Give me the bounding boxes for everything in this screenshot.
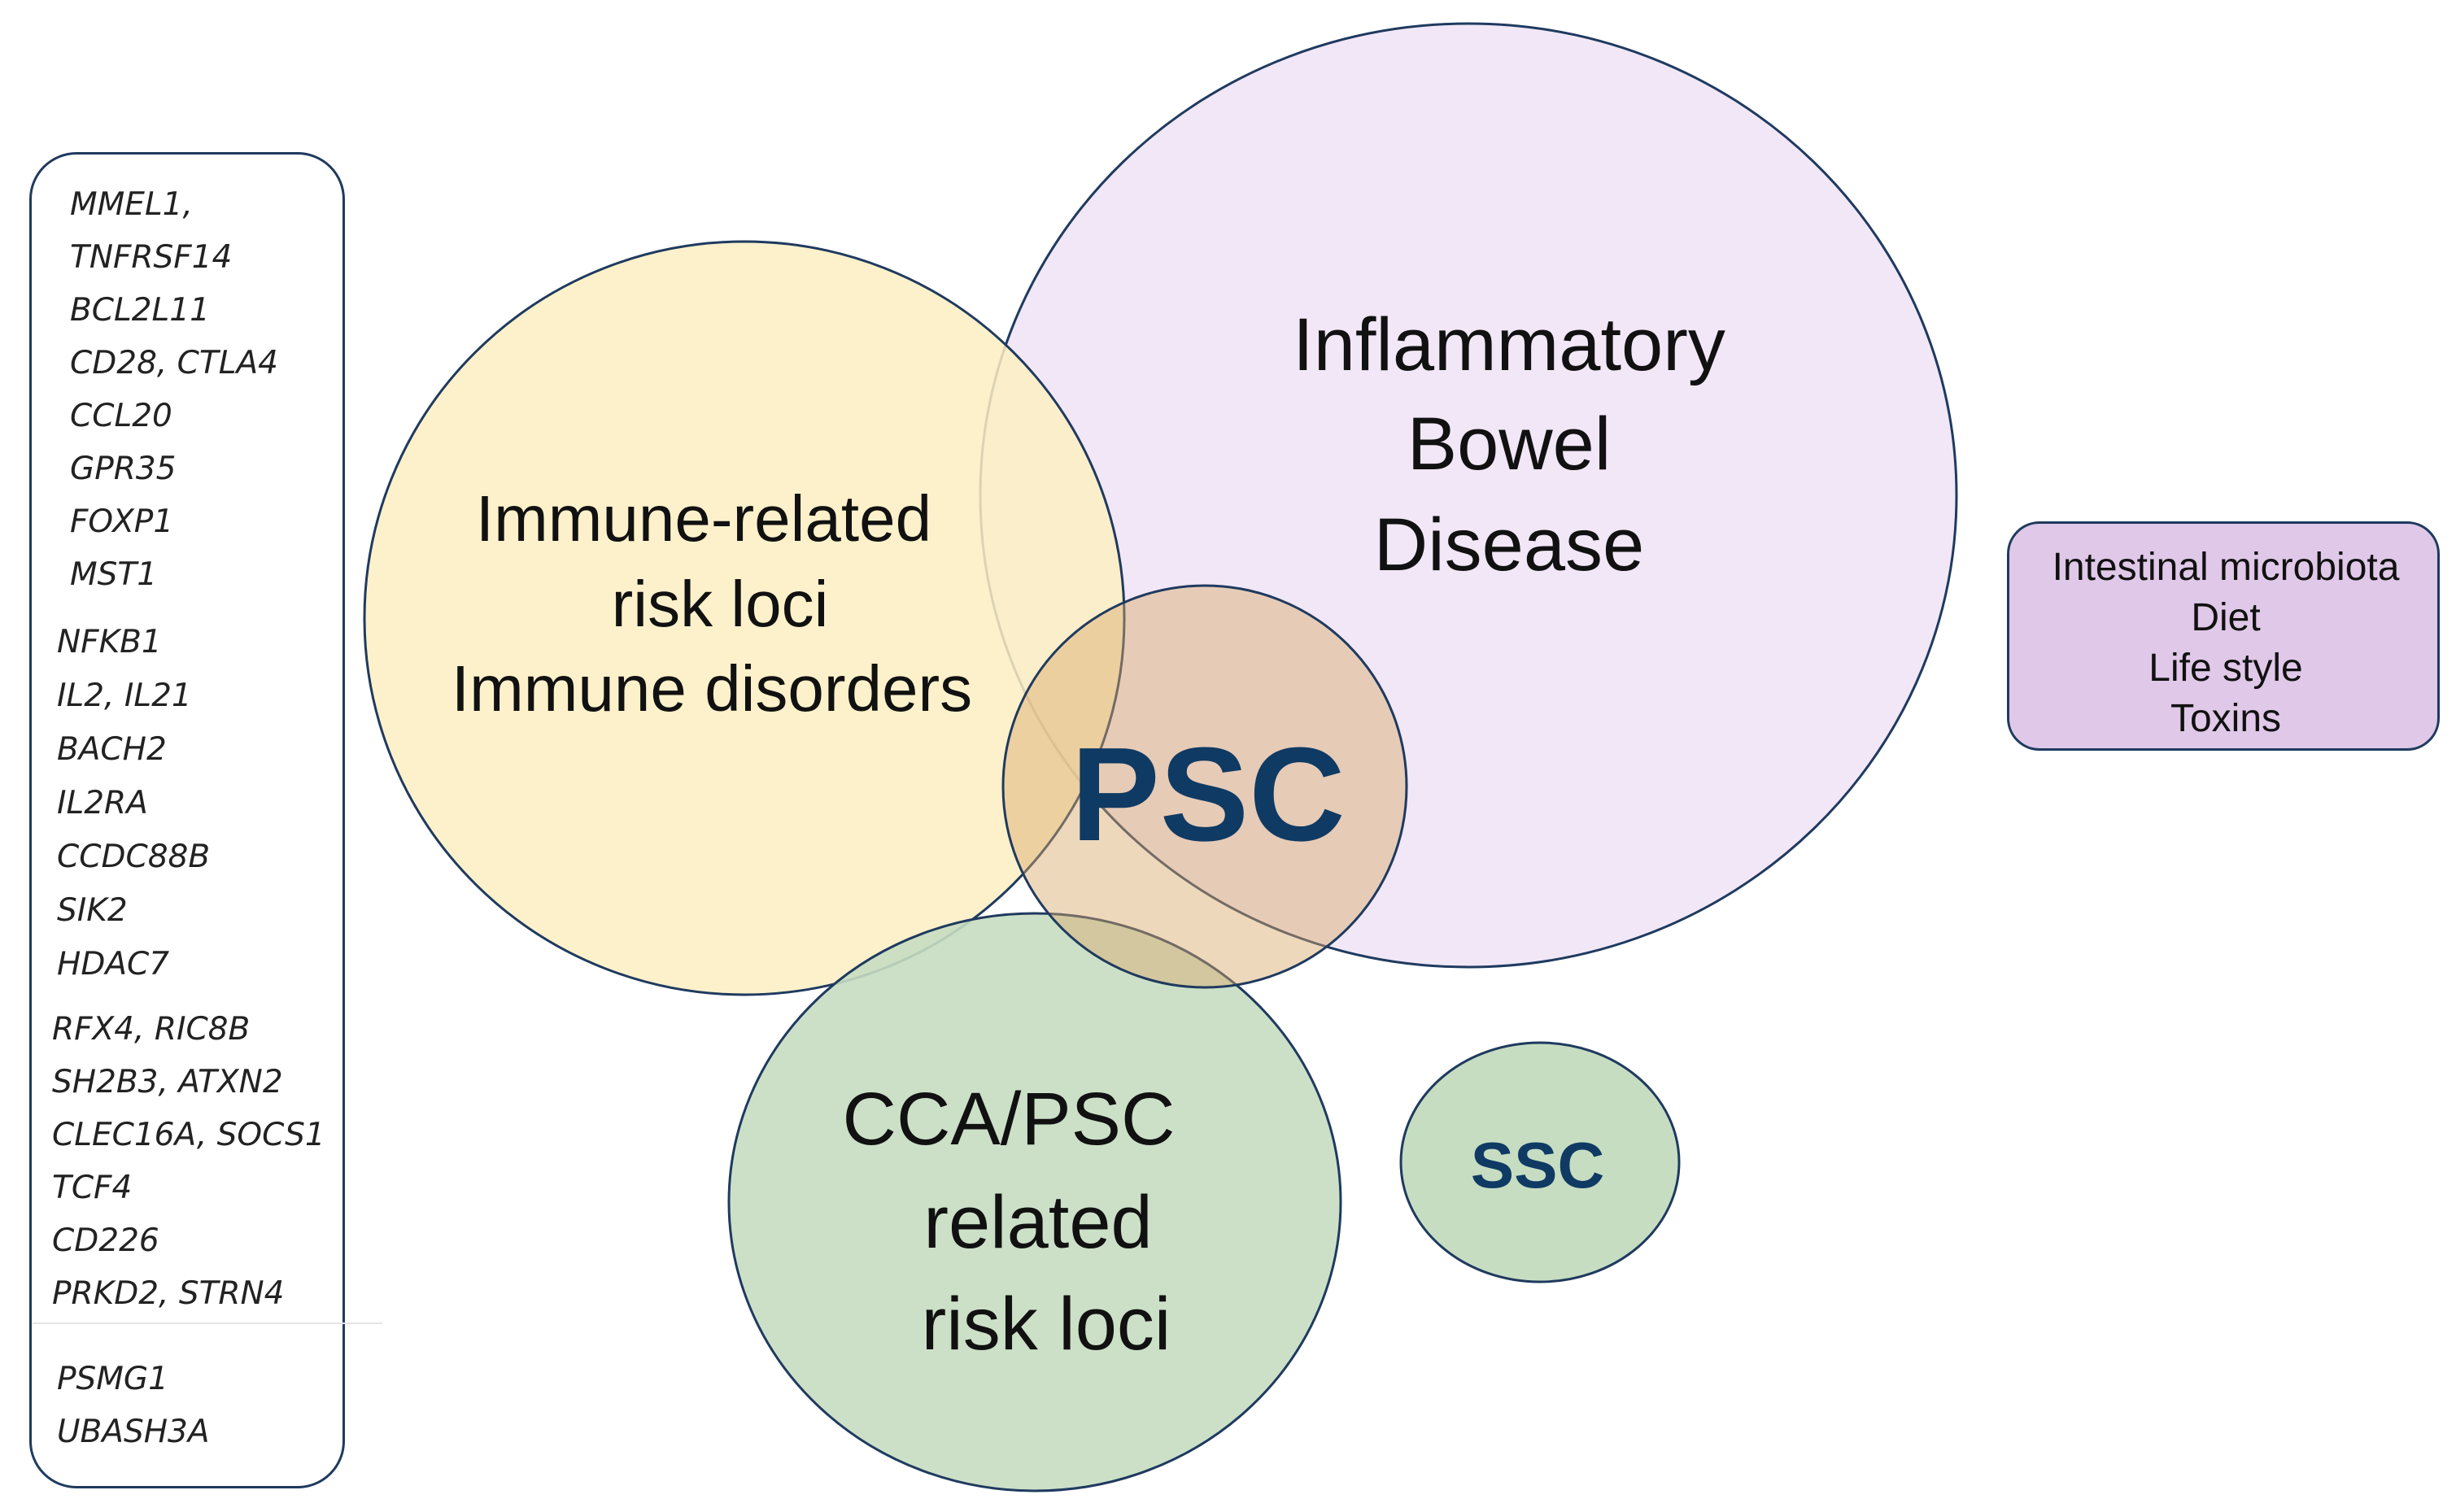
immune-label-line-3: Immune disorders (451, 652, 973, 725)
gene-item: CD28, CTLA4 (70, 345, 278, 381)
ssc-circle (1399, 1041, 1681, 1283)
cca-label-line-3: risk loci (921, 1283, 1171, 1366)
gene-item: TNFRSF14 (70, 239, 233, 276)
gene-item: CCL20 (70, 398, 172, 434)
gene-item: PSMG1 (57, 1361, 168, 1397)
gene-item: BCL2L11 (70, 292, 210, 329)
immune-label-line-1: Immune-related (475, 482, 932, 555)
cca-label-line-1: CCA/PSC (842, 1078, 1176, 1161)
gene-item: MMEL1, (70, 186, 193, 223)
psc-label: PSC (1071, 720, 1346, 869)
gene-item: FOXP1 (70, 503, 174, 540)
gene-item: SH2B3, ATXN2 (52, 1064, 283, 1100)
environment-box: Intestinal microbiota Diet Life style To… (2007, 521, 2440, 751)
environment-item-lifestyle: Life style (2148, 647, 2303, 690)
gene-item: TCF4 (52, 1170, 133, 1206)
psc-circle (1001, 584, 1408, 989)
gene-item: IL2RA (57, 785, 148, 821)
gene-item: CCDC88B (57, 839, 211, 875)
ibd-label-line-3: Disease (1373, 503, 1645, 586)
ibd-label-line-2: Bowel (1407, 403, 1612, 486)
immune-label-line-2: risk loci (611, 568, 829, 640)
gene-item: IL2, IL21 (57, 678, 192, 714)
cca-circle (727, 912, 1342, 1492)
immune-circle (363, 240, 1126, 996)
environment-item-diet: Diet (2191, 596, 2261, 639)
cca-label-line-2: related (923, 1181, 1153, 1264)
environment-item-microbiota: Intestinal microbiota (2052, 546, 2400, 589)
gene-list-divider (33, 1322, 382, 1324)
gene-item: PRKD2, STRN4 (52, 1275, 285, 1312)
gene-item: RFX4, RIC8B (52, 1011, 251, 1048)
gene-item: NFKB1 (57, 624, 162, 660)
gene-list-box (29, 152, 345, 1488)
ssc-label: SSC (1470, 1129, 1605, 1201)
gene-item: CD226 (52, 1222, 159, 1259)
gene-item: SIK2 (57, 892, 128, 929)
gene-item: BACH2 (57, 731, 167, 768)
gene-item: CLEC16A, SOCS1 (52, 1117, 325, 1153)
gene-item: MST1 (70, 556, 158, 593)
gene-item: UBASH3A (57, 1414, 210, 1450)
environment-item-toxins: Toxins (2170, 697, 2282, 740)
gene-item: GPR35 (70, 451, 177, 487)
ibd-label-line-1: Inflammatory (1293, 303, 1725, 386)
gene-item: HDAC7 (57, 946, 170, 983)
